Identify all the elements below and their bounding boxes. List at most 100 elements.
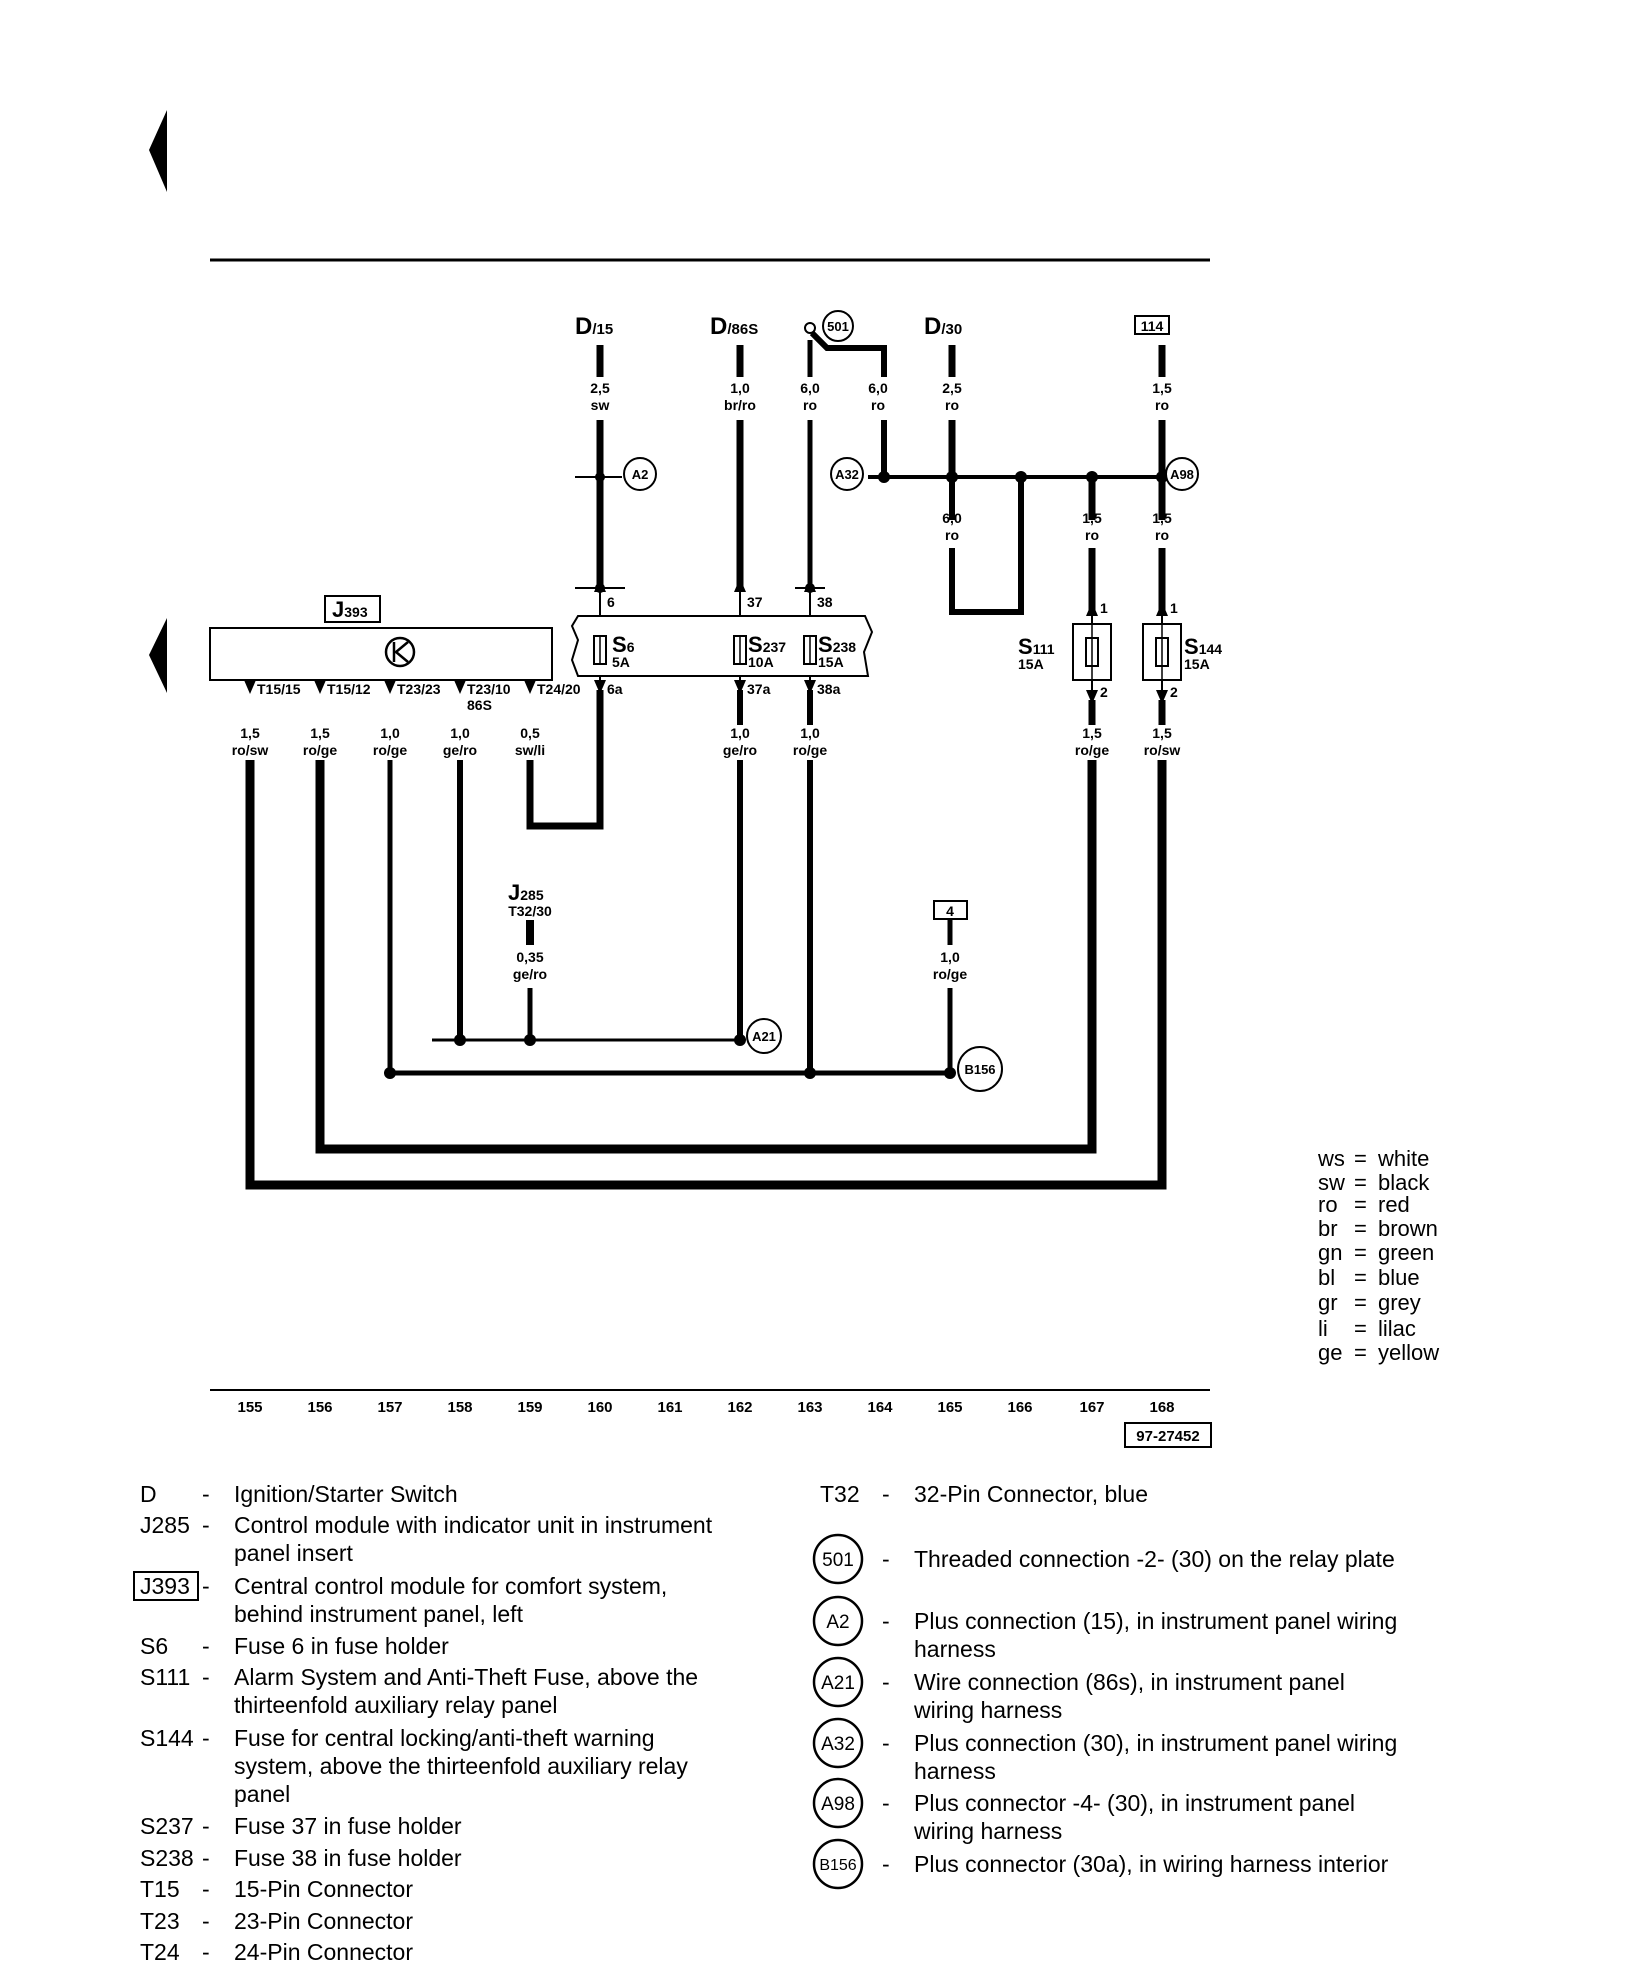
svg-text:S144: S144 [140, 1725, 194, 1751]
svg-text:A21: A21 [821, 1673, 855, 1694]
svg-text:panel insert: panel insert [234, 1540, 354, 1566]
junction-dot [384, 1067, 396, 1079]
colour-name: blue [1378, 1265, 1420, 1290]
fuse-s111: S111 15A 1 2 [1018, 600, 1112, 700]
svg-text:T32: T32 [820, 1481, 860, 1507]
junction-dot [454, 1034, 466, 1046]
wire-label: 1,0 [940, 949, 960, 965]
svg-text:-: - [882, 1608, 890, 1634]
wire-label: ro [1155, 397, 1169, 413]
svg-text:32-Pin Connector, blue: 32-Pin Connector, blue [914, 1481, 1148, 1507]
column-number: 156 [307, 1399, 332, 1416]
svg-text:S238: S238 [818, 632, 856, 657]
component-legend-left: D - Ignition/Starter Switch J285 - Contr… [133, 1481, 713, 1965]
colour-code: ws [1317, 1146, 1345, 1171]
svg-text:=: = [1354, 1340, 1367, 1365]
legend-entry-j285: J285 - Control module with indicator uni… [140, 1512, 713, 1566]
prev-page-arrow-icon[interactable] [149, 110, 167, 192]
svg-text:=: = [1354, 1240, 1367, 1265]
svg-text:A2: A2 [632, 467, 649, 482]
pin-label: 86S [467, 697, 492, 713]
column-number: 163 [797, 1399, 822, 1416]
legend-entry-b156: B156 - Plus connector (30a), in wiring h… [812, 1838, 1389, 1890]
wire-label: ro/ge [793, 742, 827, 758]
svg-text:-: - [882, 1730, 890, 1756]
svg-text:=: = [1354, 1192, 1367, 1217]
svg-text:A2: A2 [826, 1612, 849, 1633]
svg-text:wiring harness: wiring harness [913, 1818, 1062, 1844]
svg-text:behind instrument panel, left: behind instrument panel, left [234, 1601, 524, 1627]
module-j393-label-box [324, 595, 381, 623]
wire-label: 0,5 [520, 725, 540, 741]
svg-text:24-Pin Connector: 24-Pin Connector [234, 1939, 413, 1965]
svg-text:Central control module for com: Central control module for comfort syste… [234, 1573, 667, 1599]
wire-label: ro [803, 397, 817, 413]
junction-dot [944, 1067, 956, 1079]
wire-label: 6,0 [942, 510, 962, 526]
wire-labels: 2,5 sw 1,0 br/ro 6,0 ro 6,0 ro 2,5 ro 1,… [232, 380, 1181, 982]
wire-label: 0,35 [516, 949, 543, 965]
fuse-s238: S238 15A 38 38a [803, 594, 856, 697]
legend-entry-a98: A98 - Plus connector -4- (30), in instru… [812, 1777, 1355, 1844]
wire-label: 1,5 [1152, 510, 1172, 526]
svg-text:S238: S238 [140, 1845, 194, 1871]
svg-text:system, above the thirteenfold: system, above the thirteenfold auxiliary… [234, 1753, 688, 1779]
svg-text:J393: J393 [332, 597, 368, 622]
wire-label: ro/sw [1144, 742, 1181, 758]
svg-text:37: 37 [747, 594, 763, 610]
column-numbers: 155 156 157 158 159 160 161 162 163 164 … [237, 1399, 1174, 1416]
fuse-s6: S6 5A 6 6a [593, 594, 635, 697]
svg-text:A32: A32 [835, 467, 859, 482]
connection-a32: A32 [830, 457, 864, 491]
wire-label: 6,0 [800, 380, 820, 396]
svg-text:-: - [202, 1908, 210, 1934]
fuse-s237: S237 10A 37 37a [733, 594, 786, 697]
svg-text:-: - [202, 1633, 210, 1659]
wire-label: ro/ge [303, 742, 337, 758]
wire-label: ro [1155, 527, 1169, 543]
terminal-j285: J285 T32/30 [508, 880, 552, 919]
terminal-d86s: D/86S [710, 313, 758, 340]
svg-text:23-Pin Connector: 23-Pin Connector [234, 1908, 413, 1934]
svg-text:D/15: D/15 [575, 313, 613, 340]
svg-text:T23: T23 [140, 1908, 180, 1934]
wire-t2323 [387, 760, 950, 1076]
svg-text:=: = [1354, 1146, 1367, 1171]
svg-text:15A: 15A [818, 654, 844, 670]
wire-label: 1,5 [1152, 380, 1172, 396]
wire-label: ro/ge [1075, 742, 1109, 758]
svg-text:=: = [1354, 1316, 1367, 1341]
terminal-501-open [804, 322, 816, 334]
continuation-arrow-icon[interactable] [149, 618, 167, 693]
colour-name: lilac [1378, 1316, 1416, 1341]
wire-label: 1,5 [240, 725, 260, 741]
svg-text:Plus connection (15), in instr: Plus connection (15), in instrument pane… [914, 1608, 1397, 1634]
column-number: 167 [1079, 1399, 1104, 1416]
colour-name: grey [1378, 1290, 1421, 1315]
legend-entry-j393: J393 - Central control module for comfor… [133, 1571, 667, 1627]
svg-text:thirteenfold auxiliary relay p: thirteenfold auxiliary relay panel [234, 1692, 557, 1718]
column-number: 162 [727, 1399, 752, 1416]
svg-text:S111: S111 [140, 1664, 190, 1690]
wire-label: 1,5 [1152, 725, 1172, 741]
svg-text:38: 38 [817, 594, 833, 610]
wire-t1512 [315, 760, 1097, 1154]
legend-entry-s6: S6 - Fuse 6 in fuse holder [140, 1633, 449, 1659]
connection-b156: B156 [957, 1046, 1003, 1092]
legend-entry-s144: S144 - Fuse for central locking/anti-the… [140, 1725, 688, 1807]
svg-text:panel: panel [234, 1781, 290, 1807]
svg-text:T32/30: T32/30 [508, 903, 552, 919]
junction-dot [878, 471, 890, 483]
colour-legend: ws = white sw = black ro = red br = brow… [1317, 1146, 1439, 1365]
svg-text:Threaded connection -2- (30) o: Threaded connection -2- (30) on the rela… [914, 1546, 1395, 1572]
svg-text:-: - [202, 1725, 210, 1751]
svg-text:-: - [202, 1876, 210, 1902]
wire-label: sw [591, 397, 610, 413]
wire-label: ge/ro [723, 742, 757, 758]
wire-label: 1,0 [450, 725, 470, 741]
svg-text:15-Pin Connector: 15-Pin Connector [234, 1876, 413, 1902]
wire-label: ro/ge [933, 966, 967, 982]
wire-label: ro/ge [373, 742, 407, 758]
wire-label: ro [871, 397, 885, 413]
